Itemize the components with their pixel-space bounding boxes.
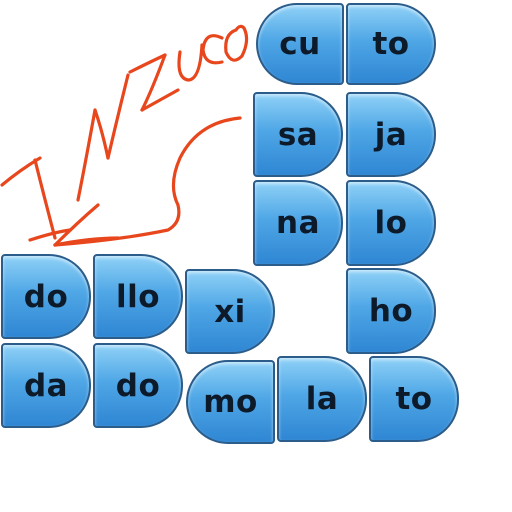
syllable-tile-lo[interactable]: lo: [346, 180, 436, 266]
